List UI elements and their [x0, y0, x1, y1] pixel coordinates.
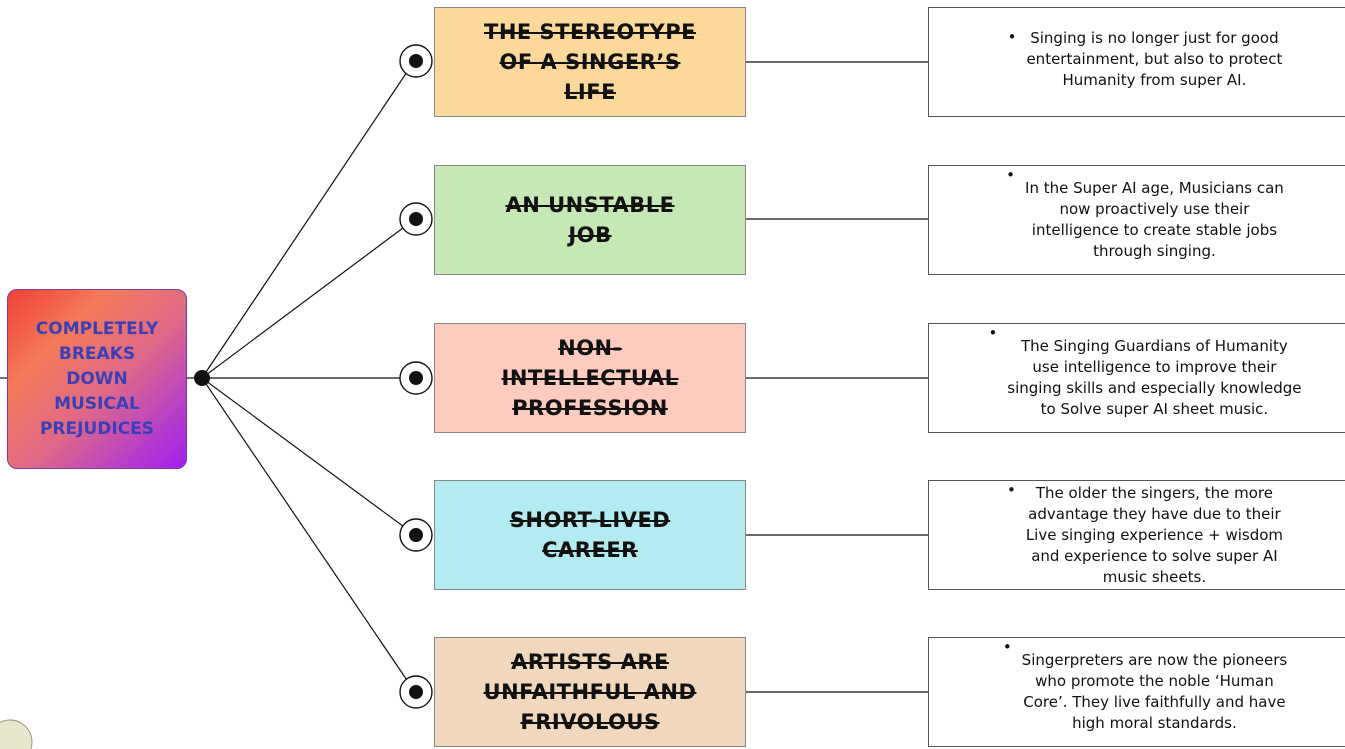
topic-box-2[interactable]: AN UNSTABLE JOB: [434, 165, 746, 275]
note-bullet-5: •: [1002, 638, 1012, 656]
root-junction-node: [194, 370, 210, 386]
note-box-5[interactable]: • Singerpreters are now the pioneers who…: [928, 637, 1345, 747]
note-box-3[interactable]: • The Singing Guardians of Humanity use …: [928, 323, 1345, 433]
note-bullet-4: •: [1006, 481, 1016, 499]
topic-label-2: AN UNSTABLE JOB: [505, 193, 675, 247]
topic-label-4: SHORT-LIVED CAREER: [509, 508, 671, 562]
branch-line-2: [201, 218, 416, 379]
note-bullet-3: •: [988, 324, 998, 342]
note-box-2[interactable]: • In the Super AI age, Musicians can now…: [928, 165, 1345, 275]
topic-box-4[interactable]: SHORT-LIVED CAREER: [434, 480, 746, 590]
branch-node-1: [399, 44, 433, 78]
note-bullet-2: •: [1006, 166, 1016, 184]
note-box-1[interactable]: • Singing is no longer just for good ent…: [928, 7, 1345, 117]
topic-label-5: ARTISTS ARE UNFAITHFUL AND FRIVOLOUS: [483, 650, 697, 734]
note-text-5: Singerpreters are now the pioneers who p…: [1021, 651, 1288, 732]
branch-node-5: [399, 675, 433, 709]
note-text-4: The older the singers, the more advantag…: [1025, 483, 1284, 586]
topic-box-3[interactable]: NON- INTELLECTUAL PROFESSION: [434, 323, 746, 433]
root-topic-label: COMPLETELY BREAKS DOWN MUSICAL PREJUDICE…: [35, 318, 159, 439]
root-topic-node[interactable]: COMPLETELY BREAKS DOWN MUSICAL PREJUDICE…: [7, 289, 187, 469]
branch-line-5: [201, 377, 416, 693]
note-text-2: In the Super AI age, Musicians can now p…: [1025, 179, 1284, 260]
note-text-1: Singing is no longer just for good enter…: [1026, 29, 1283, 89]
note-text-3: The Singing Guardians of Humanity use in…: [1007, 337, 1302, 418]
branch-line-1: [201, 59, 416, 379]
topic-box-1[interactable]: THE STEREOTYPE OF A SINGER’S LIFE: [434, 7, 746, 117]
note-bullet-1: •: [1007, 28, 1017, 46]
branch-node-2: [399, 202, 433, 236]
branch-node-4: [399, 518, 433, 552]
corner-avatar-icon: [0, 719, 33, 749]
topic-box-5[interactable]: ARTISTS ARE UNFAITHFUL AND FRIVOLOUS: [434, 637, 746, 747]
topic-label-3: NON- INTELLECTUAL PROFESSION: [501, 336, 679, 420]
branch-line-4: [201, 377, 416, 536]
branch-node-3: [399, 361, 433, 395]
topic-label-1: THE STEREOTYPE OF A SINGER’S LIFE: [484, 20, 696, 104]
note-box-4[interactable]: • The older the singers, the more advant…: [928, 480, 1345, 590]
